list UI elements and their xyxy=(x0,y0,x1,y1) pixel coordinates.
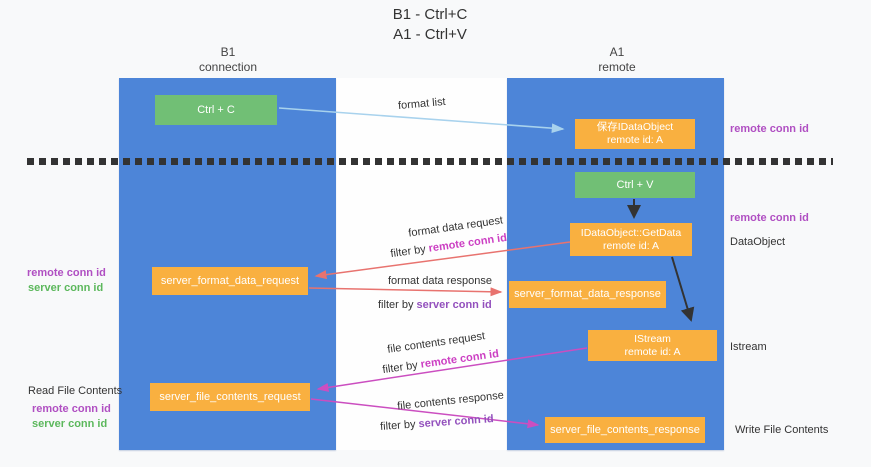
istream-box: IStream remote id: A xyxy=(588,330,717,361)
server-format-data-response-box: server_format_data_response xyxy=(509,281,666,308)
server-file-contents-response-label: server_file_contents_response xyxy=(550,423,700,436)
save-idataobject-label: 保存IDataObject xyxy=(596,121,674,133)
diagram-title: B1 - Ctrl+C A1 - Ctrl+V xyxy=(330,5,530,45)
ctrl-c-label: Ctrl + C xyxy=(197,103,235,116)
title-line-2: A1 - Ctrl+V xyxy=(393,26,467,43)
lane-a1-subtitle: remote xyxy=(598,60,636,74)
server-format-data-request-label: server_format_data_request xyxy=(160,274,300,287)
lane-header-a1: A1 remote xyxy=(557,45,677,75)
clipboard-divider-dashed-line xyxy=(27,158,833,165)
save-idataobject-box: 保存IDataObject remote id: A xyxy=(575,119,695,149)
server-file-contents-request-label: server_file_contents_request xyxy=(159,390,301,403)
lane-a1-title: A1 xyxy=(609,45,625,59)
server-conn-id-text: server conn id xyxy=(416,299,492,311)
write-file-contents-label: Write File Contents xyxy=(735,424,829,436)
istream-side-label: Istream xyxy=(730,341,767,353)
lane-b1-subtitle: connection xyxy=(198,60,258,74)
idataobject-getdata-box: IDataObject::GetData remote id: A xyxy=(570,223,692,256)
filter-by-text: filter by xyxy=(379,418,416,433)
ctrl-c-box: Ctrl + C xyxy=(155,95,277,125)
ctrl-v-label: Ctrl + V xyxy=(616,178,654,191)
server-file-contents-response-box: server_file_contents_response xyxy=(545,417,705,443)
server-conn-id-left-label-2: server conn id xyxy=(32,418,108,430)
lane-b1-title: B1 xyxy=(220,45,236,59)
lane-header-b1: B1 connection xyxy=(168,45,288,75)
getdata-remote-id: remote id: A xyxy=(602,239,660,252)
istream-label: IStream xyxy=(634,332,671,345)
getdata-label: IDataObject::GetData xyxy=(580,226,682,239)
remote-conn-id-left-label-1: remote conn id xyxy=(27,267,106,279)
server-file-contents-request-box: server_file_contents_request xyxy=(150,383,310,411)
filter-by-text: filter by xyxy=(378,299,414,311)
title-line-1: B1 - Ctrl+C xyxy=(392,6,468,23)
read-file-contents-label: Read File Contents xyxy=(28,385,123,397)
filter-by-server-conn-id-label-1: filter by server conn id xyxy=(378,299,492,311)
remote-conn-id-left-label-2: remote conn id xyxy=(32,403,111,415)
server-format-data-response-label: server_format_data_response xyxy=(514,288,661,300)
server-format-data-request-box: server_format_data_request xyxy=(152,267,308,295)
format-data-response-label: format data response xyxy=(388,275,492,287)
ctrl-v-box: Ctrl + V xyxy=(575,172,695,198)
dataobject-label: DataObject xyxy=(730,236,786,248)
remote-conn-id-right-label-2: remote conn id xyxy=(730,212,809,224)
server-conn-id-left-label-1: server conn id xyxy=(28,282,104,294)
istream-remote-id: remote id: A xyxy=(624,345,681,358)
remote-conn-id-right-label-1: remote conn id xyxy=(730,123,809,135)
save-idataobject-remote-id: remote id: A xyxy=(606,134,664,146)
